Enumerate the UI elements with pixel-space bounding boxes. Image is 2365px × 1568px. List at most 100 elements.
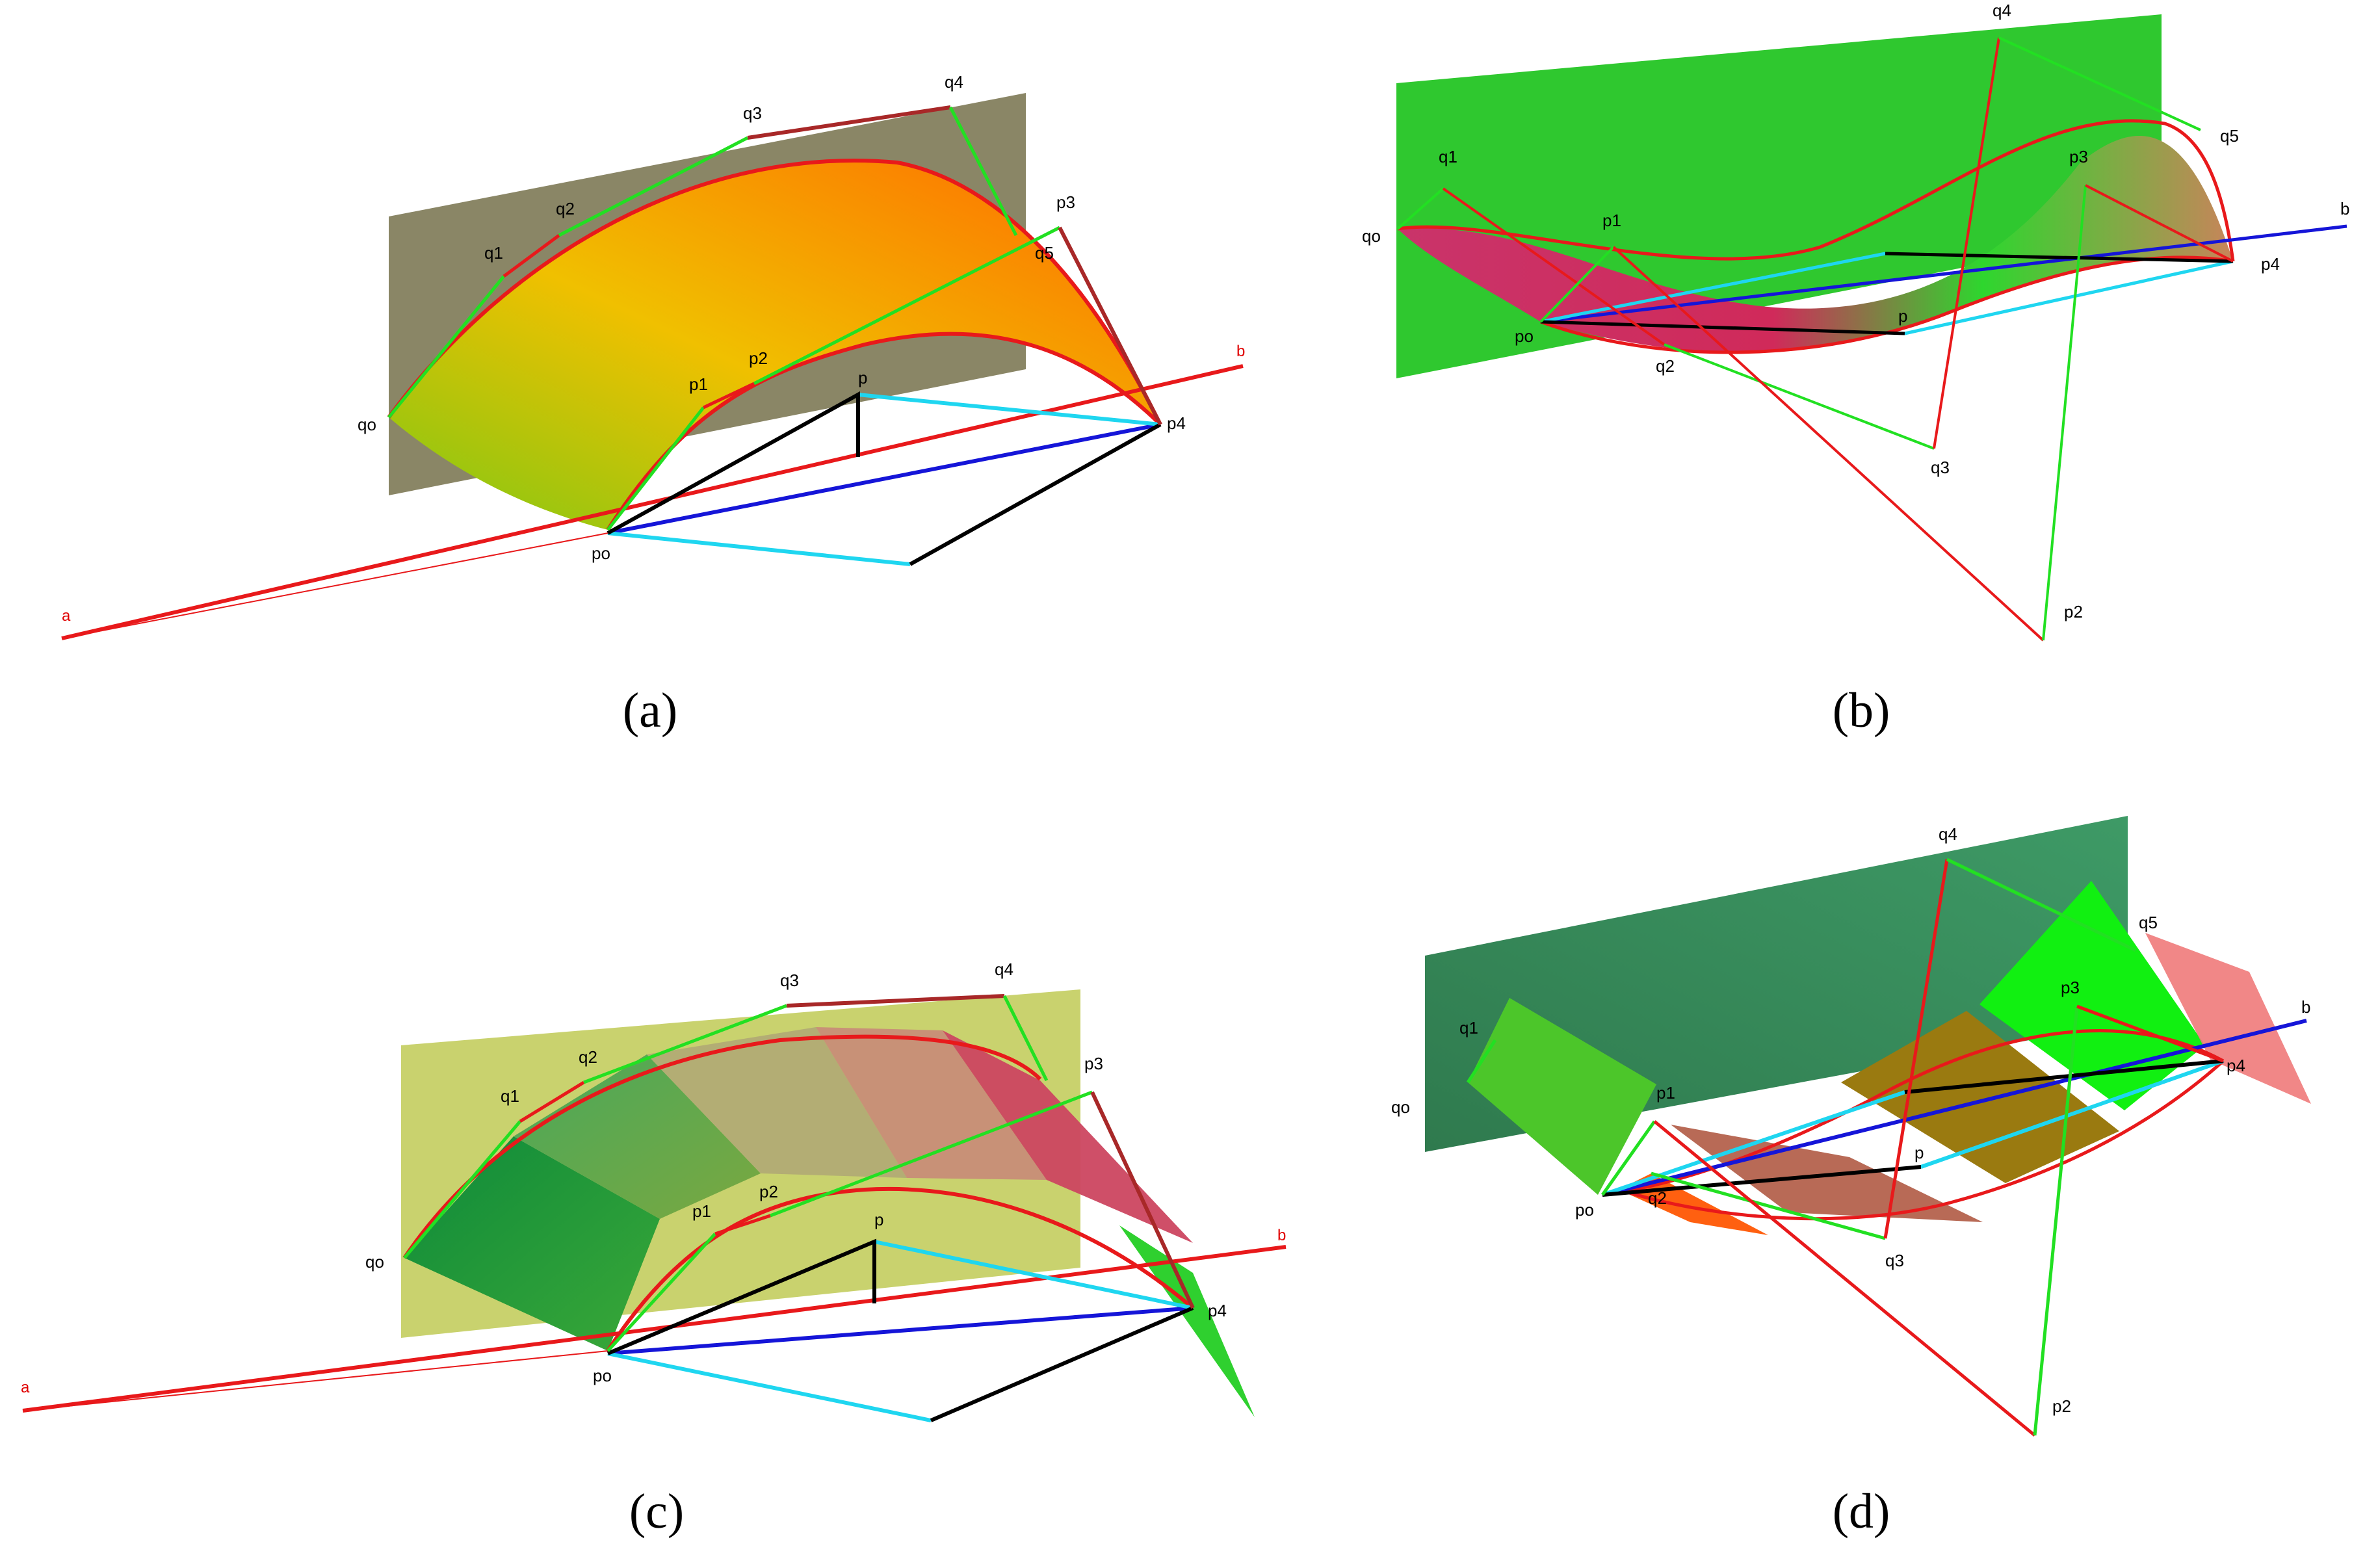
panel-c-caption: (c) (629, 1484, 684, 1539)
panel-d-caption: (d) (1833, 1484, 1890, 1539)
panel-c-label-p2: p2 (759, 1182, 778, 1201)
panel-a-black-polyline (607, 391, 860, 535)
panel-b-q4q5 (1998, 36, 2201, 131)
panel-a-black-line-2 (909, 423, 1162, 566)
panel-d-label-q0: qo (1391, 1097, 1410, 1117)
panel-a-lower-edge (606, 332, 1162, 531)
panel-c-patch-green (1119, 1225, 1255, 1417)
panel-c-blue-line (607, 1306, 1194, 1355)
panel-b-surface (1398, 135, 2233, 353)
panel-d-label-p0: po (1575, 1200, 1594, 1220)
panel-c-p3p4 (1090, 1091, 1195, 1309)
panel-b-q0q1 (1396, 187, 1444, 230)
panel-c-label-q3: q3 (780, 971, 799, 990)
panel-b-cyan-1 (1540, 252, 1886, 324)
panel-c-cyan-2 (607, 1352, 932, 1422)
panel-d-black-1 (1602, 1165, 1922, 1197)
panel-a-label-p4: p4 (1167, 413, 1186, 433)
panel-d-patch-green-bright (1980, 881, 2205, 1110)
panel-a-p3p4 (1058, 226, 1162, 426)
panel-a-q3q4 (747, 105, 951, 140)
panel-d-q4q5 (1946, 857, 2137, 952)
panel-b-label-p2: p2 (2064, 602, 2083, 621)
panel-d-patch-olive (1841, 1011, 2119, 1183)
panel-b: qo q1 q3 q4 q5 po p1 q2 p3 p4 p p2 b (b) (1362, 1, 2349, 738)
panel-d-label-p4: p4 (2227, 1056, 2245, 1075)
panel-d-cyan-2 (1920, 1059, 2224, 1169)
panel-a-label-q4: q4 (945, 72, 963, 92)
panel-c-cyan-1 (874, 1240, 1194, 1310)
panel-c-axis-thin (22, 1350, 608, 1411)
panel-d-label-p2: p2 (2052, 1396, 2071, 1416)
panel-c-q2q3 (583, 1004, 787, 1084)
panel-c-black-line-2 (930, 1306, 1194, 1422)
panel-d-label-p3: p3 (2061, 978, 2080, 997)
panel-c-label-p1: p1 (692, 1201, 711, 1221)
panel-a-surface (389, 161, 1160, 530)
panel-a-p2p3 (753, 226, 1061, 385)
panel-b-upper-edge (1397, 119, 2235, 262)
panel-b-label-p3: p3 (2069, 147, 2088, 166)
panel-d-q2q3 (1651, 1171, 1886, 1240)
panel-d: qo q1 q4 q5 po p1 q2 p3 p4 p q3 p2 b (d) (1391, 816, 2311, 1539)
panel-d-label-p1: p1 (1656, 1083, 1675, 1103)
panel-b-black-1 (1540, 320, 1905, 335)
panel-d-p2p3 (2033, 1006, 2079, 1436)
panel-a-label-q3: q3 (743, 103, 762, 123)
panel-a-cyan-polyline (857, 393, 1161, 426)
panel-c-label-p4: p4 (1208, 1301, 1227, 1320)
panel-c-q1q2 (519, 1080, 585, 1123)
panel-d-cyan-1 (1602, 1090, 1905, 1197)
panel-a-q2q3 (558, 136, 749, 237)
panel-d-q3q4 (1883, 859, 1949, 1239)
panel-c-label-q4: q4 (995, 960, 1013, 979)
panel-b-label-q1: q1 (1439, 147, 1457, 166)
panel-b-label-q4: q4 (1993, 1, 2011, 20)
panel-c-patch-3 (647, 1027, 907, 1178)
panel-b-p0p1 (1539, 246, 1615, 323)
panel-d-q0q1 (1466, 1039, 1497, 1084)
panel-c-black-polyline (607, 1238, 876, 1355)
panel-a-label-p0: po (592, 543, 610, 563)
panel-c-p0p1 (607, 1233, 716, 1352)
panel-d-label-q5: q5 (2139, 913, 2158, 932)
panel-b-label-p1: p1 (1602, 211, 1621, 230)
panel-c-patch-2 (514, 1054, 761, 1219)
panel-a-p0p1 (607, 406, 705, 531)
panel-b-q1q2 (1442, 187, 1666, 346)
panel-a-label-q2: q2 (556, 199, 575, 218)
panel-d-p0p1 (1601, 1120, 1656, 1196)
panel-a-label-p3: p3 (1056, 192, 1075, 212)
panel-c-patch-4 (816, 1027, 1047, 1180)
panel-b-black-2 (1885, 252, 2234, 263)
panel-d-label-q2: q2 (1648, 1188, 1667, 1208)
panel-c-label-q0: qo (365, 1252, 384, 1272)
panel-b-p3p4 (2085, 184, 2234, 263)
panel-c-q0q1 (403, 1120, 521, 1259)
panel-b-p1p2 (1612, 246, 2045, 642)
panel-a-q-control-green (387, 275, 505, 419)
panel-a-label-q5: q5 (1035, 243, 1054, 263)
panel-b-label-q3: q3 (1931, 458, 1950, 477)
panel-d-patch-green-large (1468, 998, 1656, 1195)
panel-a-label-q1: q1 (484, 243, 503, 263)
panel-b-label-b: b (2340, 199, 2349, 218)
panel-b-label-q0: qo (1362, 226, 1381, 246)
panel-b-blue-line (1540, 224, 2347, 324)
panel-c-label-p3: p3 (1084, 1054, 1103, 1073)
panel-a-label-q0: qo (358, 415, 376, 434)
panel-c-patch-5 (943, 1030, 1193, 1243)
panel-b-label-p0: po (1515, 326, 1534, 346)
panel-b-p2p3 (2042, 185, 2087, 641)
panel-b-label-q2: q2 (1656, 356, 1675, 376)
panel-a-caption: (a) (623, 683, 677, 738)
panel-a-axis-thin (61, 532, 608, 639)
panel-c-label-b: b (1277, 1227, 1286, 1244)
panel-d-p3p4 (2076, 1004, 2224, 1063)
panel-d-p1p2 (1653, 1120, 2036, 1437)
panel-b-label-p: p (1898, 306, 1907, 326)
panel-c-label-p0: po (593, 1366, 612, 1385)
panel-a-label-p1: p1 (689, 374, 708, 394)
panel-d-label-p: p (1914, 1143, 1924, 1162)
